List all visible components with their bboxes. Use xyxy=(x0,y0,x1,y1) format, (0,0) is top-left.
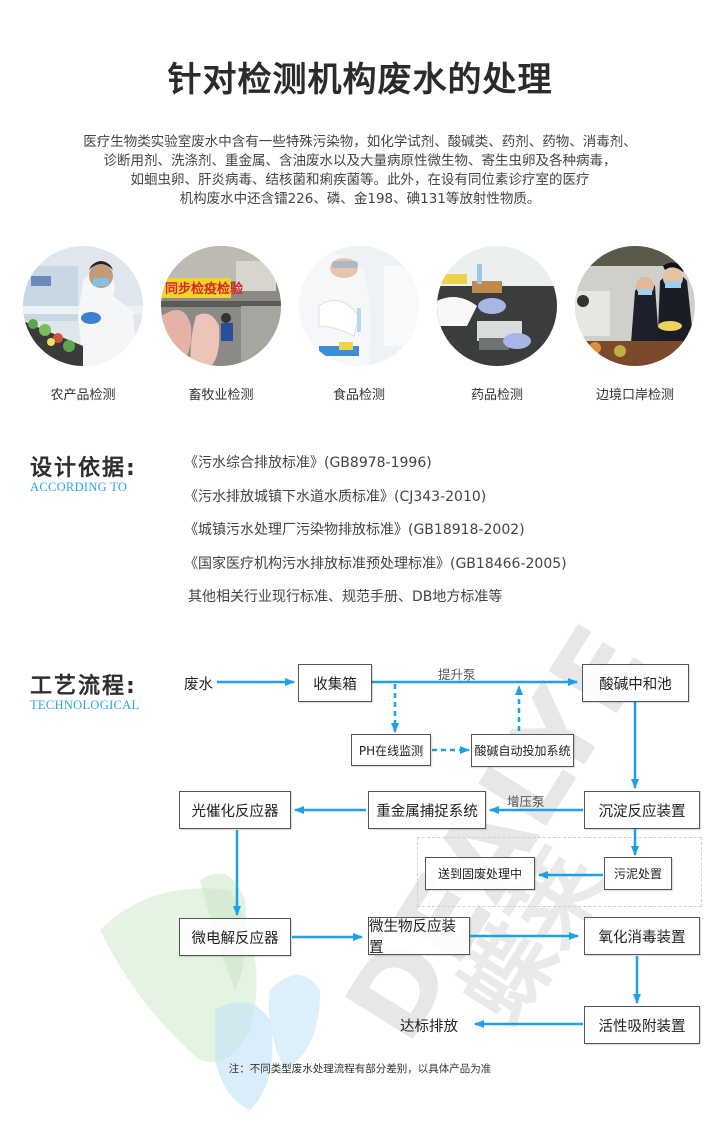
collection-tank-box: 收集箱 xyxy=(298,664,372,702)
standard-item: 其他相关行业现行标准、规范手册、DB地方标准等 xyxy=(188,589,503,605)
customs-inspection-photo xyxy=(575,246,695,366)
auto-dosing-box: 酸碱自动投加系统 xyxy=(471,734,574,767)
standard-item: 《城镇污水处理厂污染物排放标准》(GB18918-2002) xyxy=(184,522,525,538)
category-livestock: 同步检疫检验 畜牧业检测 xyxy=(161,246,281,403)
sedimentation-reactor-box: 沉淀反应装置 xyxy=(584,791,700,829)
category-border-port: 边境口岸检测 xyxy=(575,246,695,403)
intro-line: 机构废水中还含镭226、磷、金198、碘131等放射性物质。 xyxy=(179,191,541,207)
process-heading: 工艺流程: TECHNOLOGICAL xyxy=(30,668,139,713)
oxidation-disinfection-box: 氧化消毒装置 xyxy=(584,917,700,955)
standard-item: 《污水综合排放标准》(GB8978-1996) xyxy=(184,455,432,471)
microbial-reactor-box: 微生物反应装置 xyxy=(368,917,470,956)
standard-item: 《污水排放城镇下水道水质标准》(CJ343-2010) xyxy=(184,488,487,505)
food-lab-technician-photo xyxy=(299,246,419,366)
lift-pump-label: 提升泵 xyxy=(438,667,476,682)
process-title-en: TECHNOLOGICAL xyxy=(30,698,140,712)
sludge-disposal-box: 污泥处置 xyxy=(604,857,672,890)
svg-text:同步检疫检验: 同步检疫检验 xyxy=(165,281,244,297)
according-heading: 设计依据: ACCORDING TO xyxy=(30,450,137,495)
ph-monitor-box: PH在线监测 xyxy=(351,734,431,766)
category-food: 食品检测 xyxy=(299,246,419,403)
category-label: 药品检测 xyxy=(470,388,523,403)
intro-line: 如蛔虫卵、肝炎病毒、结核菌和痢疾菌等。此外，在设有同位素诊疗室的医疗 xyxy=(130,172,590,188)
intro-line: 医疗生物类实验室废水中含有一些特殊污染物，如化学试剂、酸碱类、药剂、药物、消毒剂… xyxy=(83,134,637,150)
standard-item: 《国家医疗机构污水排放标准预处理标准》(GB18466-2005) xyxy=(184,555,567,572)
process-title-cn: 工艺流程: xyxy=(30,674,137,699)
category-label: 食品检测 xyxy=(332,388,385,403)
booster-pump-label: 增压泵 xyxy=(507,794,545,809)
page-title: 针对检测机构废水的处理 xyxy=(167,60,553,100)
category-label: 农产品检测 xyxy=(50,388,116,403)
process-note: 注：不同类型废水处理流程有部分差别，以具体产品为准 xyxy=(228,1063,492,1075)
category-agriculture: 农产品检测 xyxy=(23,246,143,403)
according-title-cn: 设计依据: xyxy=(30,456,137,481)
solid-waste-box: 送到固废处理中 xyxy=(425,857,535,890)
category-label: 边境口岸检测 xyxy=(595,388,674,403)
input-wastewater-label: 废水 xyxy=(184,677,213,693)
category-label: 畜牧业检测 xyxy=(188,388,254,403)
heavy-metal-capture-box: 重金属捕捉系统 xyxy=(368,791,486,829)
according-title-en: ACCORDING TO xyxy=(30,480,128,494)
pharma-lab-gloves-photo xyxy=(437,246,557,366)
intro-line: 诊断用剂、洗涤剂、重金属、含油废水以及大量病原性微生物、寄生虫卵及各种病毒， xyxy=(103,153,617,169)
photocatalytic-reactor-box: 光催化反应器 xyxy=(179,791,291,829)
category-pharma: 药品检测 xyxy=(437,246,557,403)
discharge-label: 达标排放 xyxy=(400,1019,458,1035)
sludge-treatment-group xyxy=(417,837,702,907)
neutralization-tank-box: 酸碱中和池 xyxy=(582,664,689,702)
micro-electrolysis-box: 微电解反应器 xyxy=(179,918,291,956)
intro-paragraph: 医疗生物类实验室废水中含有一些特殊污染物，如化学试剂、酸碱类、药剂、药物、消毒剂… xyxy=(30,133,690,209)
activated-adsorption-box: 活性吸附装置 xyxy=(584,1006,700,1044)
standards-list: 《污水综合排放标准》(GB8978-1996) 《污水排放城镇下水道水质标准》(… xyxy=(184,452,567,620)
